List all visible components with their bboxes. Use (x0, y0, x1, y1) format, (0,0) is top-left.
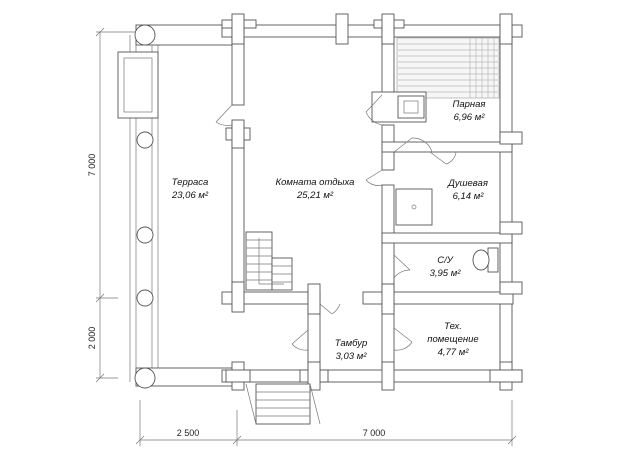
dimension-label-7000-vertical: 7 000 (87, 154, 97, 177)
room-area-terrace: 23,06 м² (171, 190, 209, 201)
room-name-vestibule: Тамбур (335, 338, 368, 349)
room-area-shower: 6,14 м² (453, 191, 485, 202)
bench-icon (117, 51, 159, 119)
door-swings (215, 94, 457, 351)
entrance-steps-icon (245, 383, 321, 425)
steam-room-bench (396, 37, 500, 99)
dimension-bottom: 2 500 7 000 (135, 400, 517, 446)
room-name-terrace: Терраса (172, 177, 209, 188)
dimension-label-2500: 2 500 (177, 428, 200, 438)
walls (221, 13, 523, 391)
dimension-left-bottom: 2 000 (87, 298, 118, 383)
room-area-wc: 3,95 м² (430, 268, 462, 279)
room-name-living: Комната отдыха (276, 177, 355, 188)
dimension-left-top: 7 000 (87, 27, 140, 303)
room-name-shower: Душевая (447, 178, 488, 189)
staircase-icon (245, 231, 293, 291)
room-name-steam-room: Парная (452, 99, 485, 110)
room-label-tech: Тех. помещение 4,77 м² (427, 321, 478, 358)
toilet-icon (472, 247, 499, 273)
room-label-shower: Душевая 6,14 м² (447, 178, 488, 202)
shower-tray-icon (395, 188, 433, 226)
sauna-stove-icon (371, 91, 427, 123)
dimension-label-2000-vertical: 2 000 (87, 327, 97, 350)
room-area-tech: 4,77 м² (438, 347, 470, 358)
room-area-vestibule: 3,03 м² (336, 351, 368, 362)
room-name-wc: С/У (437, 255, 454, 266)
room-name-tech-line2: помещение (427, 334, 478, 345)
room-area-steam-room: 6,96 м² (454, 112, 486, 123)
room-name-tech: Тех. (444, 321, 462, 332)
room-label-living: Комната отдыха 25,21 м² (276, 177, 355, 201)
room-label-wc: С/У 3,95 м² (430, 255, 462, 279)
room-label-steam-room: Парная 6,96 м² (452, 99, 485, 123)
dimension-label-7000-horizontal: 7 000 (363, 428, 386, 438)
room-area-living: 25,21 м² (296, 190, 334, 201)
room-label-terrace: Терраса 23,06 м² (171, 177, 209, 201)
room-label-vestibule: Тамбур 3,03 м² (335, 338, 368, 362)
